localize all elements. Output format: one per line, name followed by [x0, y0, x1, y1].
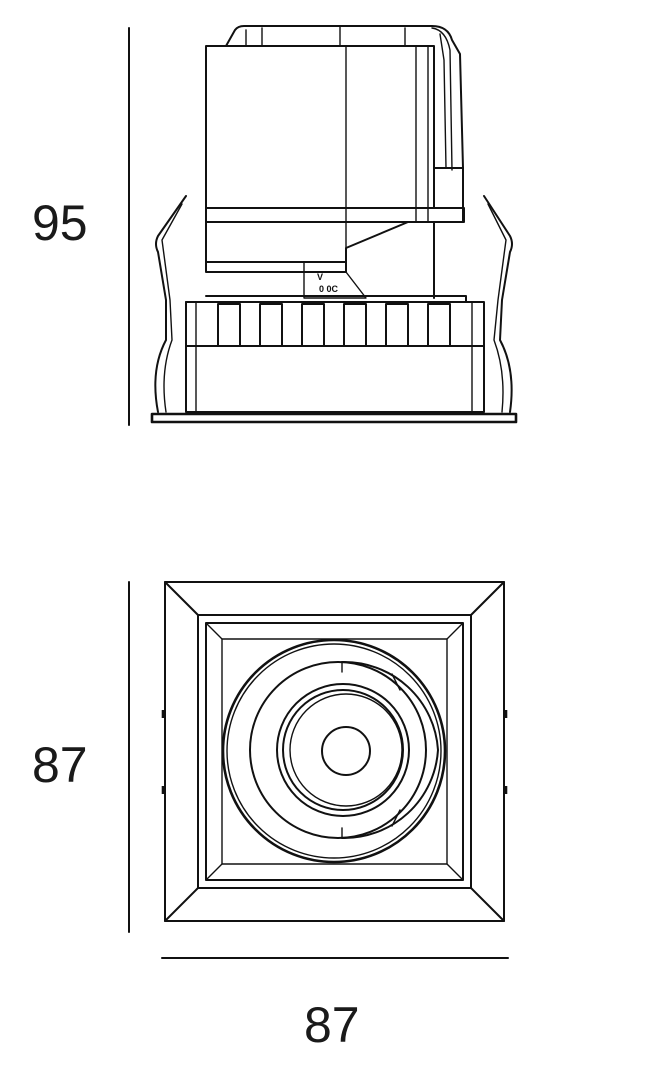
bevel-line [470, 887, 505, 922]
recess-corner-line [205, 622, 223, 640]
inner-frame [197, 614, 472, 889]
heatsink-housing [185, 301, 485, 413]
lamp-module-shell [341, 660, 439, 840]
gimbal-ring [221, 638, 447, 864]
bevel-line [164, 581, 199, 616]
side-view: 95 V 0 0C [32, 25, 518, 426]
right-spring-clip-inner [487, 203, 507, 413]
cooling-fin [301, 303, 325, 347]
marking-secondary: 0 0C [319, 284, 339, 294]
right-spring-clip [483, 195, 513, 413]
recess-corner-line [205, 863, 223, 881]
side-height-label: 95 [32, 195, 88, 251]
reflector-outer [276, 683, 410, 817]
reflector-mid [282, 689, 404, 811]
front-width-label: 87 [304, 997, 360, 1053]
recess-corner-line [446, 863, 464, 881]
inner-frame-recess [205, 622, 464, 881]
driver-lower-band [205, 207, 465, 223]
outer-frame [164, 581, 505, 922]
left-spring-clip [154, 195, 187, 413]
cooling-fin [343, 303, 367, 347]
cooling-fin [385, 303, 409, 347]
recess-corner-line [446, 622, 464, 640]
trim-flange [150, 412, 518, 424]
driver-top-cap [225, 25, 464, 169]
driver-side-tab [433, 167, 464, 223]
cap-side-curve [439, 33, 447, 169]
module-hinge [391, 809, 401, 827]
cooling-fin [427, 303, 451, 347]
label-plate [303, 261, 367, 299]
reflector-inner [289, 693, 403, 807]
lens [321, 726, 371, 776]
cooling-fin [259, 303, 283, 347]
lamp-module [249, 661, 427, 839]
bevel-line [164, 887, 199, 922]
left-spring-clip-inner [161, 203, 183, 413]
front-view: 87 87 [32, 581, 509, 1053]
driver-body [205, 45, 435, 209]
cap-side-curve [431, 27, 453, 171]
driver-foot [205, 261, 347, 273]
gimbal-ring-inner [226, 643, 442, 859]
front-height-label: 87 [32, 737, 88, 793]
cooling-fin [217, 303, 241, 347]
marking-primary: V [317, 272, 323, 282]
bevel-line [470, 581, 505, 616]
module-hinge [391, 673, 401, 691]
cooling-fins [217, 303, 451, 347]
